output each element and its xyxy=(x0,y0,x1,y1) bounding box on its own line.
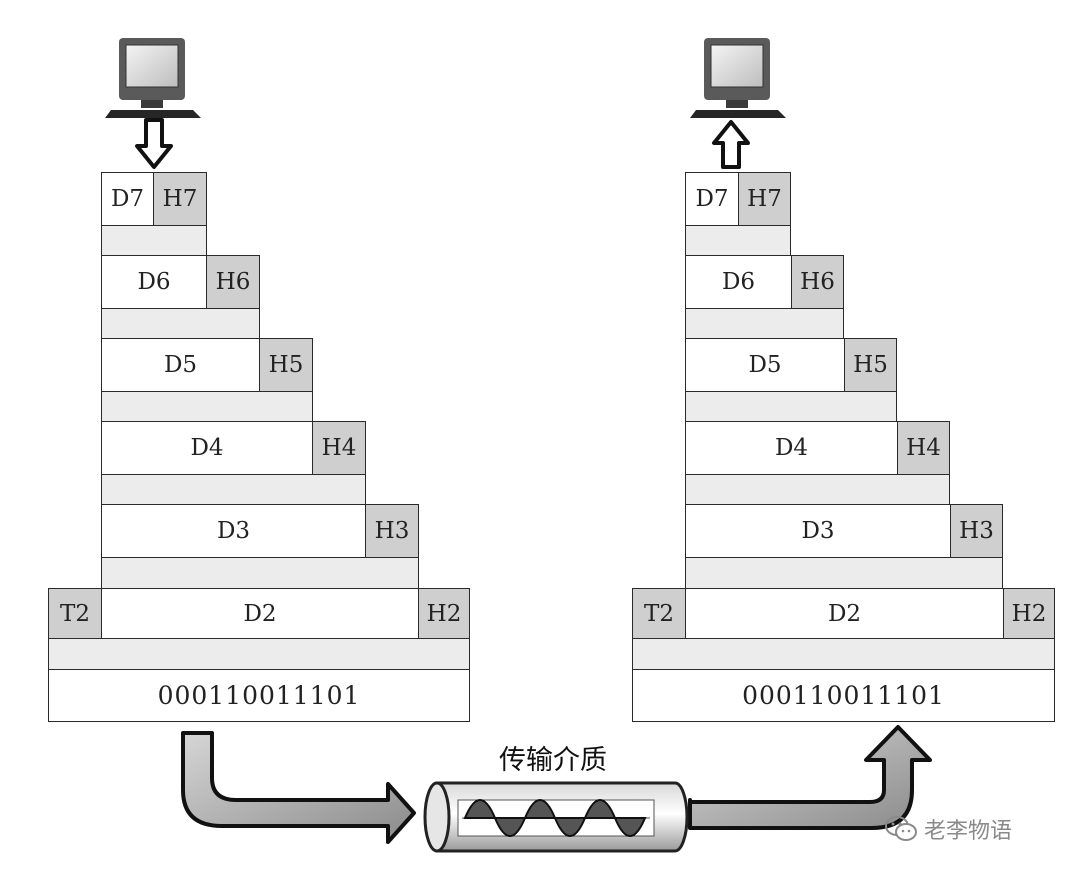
right-header-h7: H7 xyxy=(738,172,791,226)
right-separator-6 xyxy=(685,308,844,339)
receiver-computer-icon xyxy=(690,38,786,118)
left-data-d7: D7 xyxy=(101,172,154,226)
right-header-h6: H6 xyxy=(791,255,844,309)
right-separator-2 xyxy=(632,638,1055,670)
left-bitstream: 000110011101 xyxy=(48,669,470,722)
left-data-d3: D3 xyxy=(101,504,366,558)
left-separator-3 xyxy=(101,557,419,589)
arrow-up-icon xyxy=(712,120,750,169)
right-separator-4 xyxy=(685,474,950,505)
left-trailer-t2: T2 xyxy=(48,588,102,639)
left-data-d2: D2 xyxy=(101,588,419,639)
left-separator-7 xyxy=(101,225,207,256)
left-data-d4: D4 xyxy=(101,421,313,475)
watermark-text: 老李物语 xyxy=(924,819,1013,844)
right-data-d4: D4 xyxy=(685,421,898,475)
left-separator-4 xyxy=(101,474,366,505)
arrow-to-medium-icon xyxy=(181,731,416,844)
left-header-h3: H3 xyxy=(365,504,419,558)
right-header-h3: H3 xyxy=(950,504,1003,558)
right-data-d2: D2 xyxy=(685,588,1004,639)
right-data-d6: D6 xyxy=(685,255,792,309)
left-header-h2: H2 xyxy=(418,588,470,639)
right-data-d3: D3 xyxy=(685,504,951,558)
transmission-medium-tube xyxy=(423,781,689,853)
left-header-h5: H5 xyxy=(259,338,313,392)
right-data-d5: D5 xyxy=(685,338,845,392)
sender-computer-icon xyxy=(105,38,201,118)
watermark: 老李物语 xyxy=(884,813,1012,845)
right-separator-5 xyxy=(685,391,897,422)
arrow-down-icon xyxy=(135,118,173,169)
left-separator-2 xyxy=(48,638,470,670)
transmission-medium-label: 传输介质 xyxy=(499,745,607,776)
right-bitstream: 000110011101 xyxy=(632,669,1055,722)
arrow-from-medium-icon xyxy=(688,725,932,830)
wechat-icon xyxy=(885,816,917,841)
left-data-d5: D5 xyxy=(101,338,260,392)
